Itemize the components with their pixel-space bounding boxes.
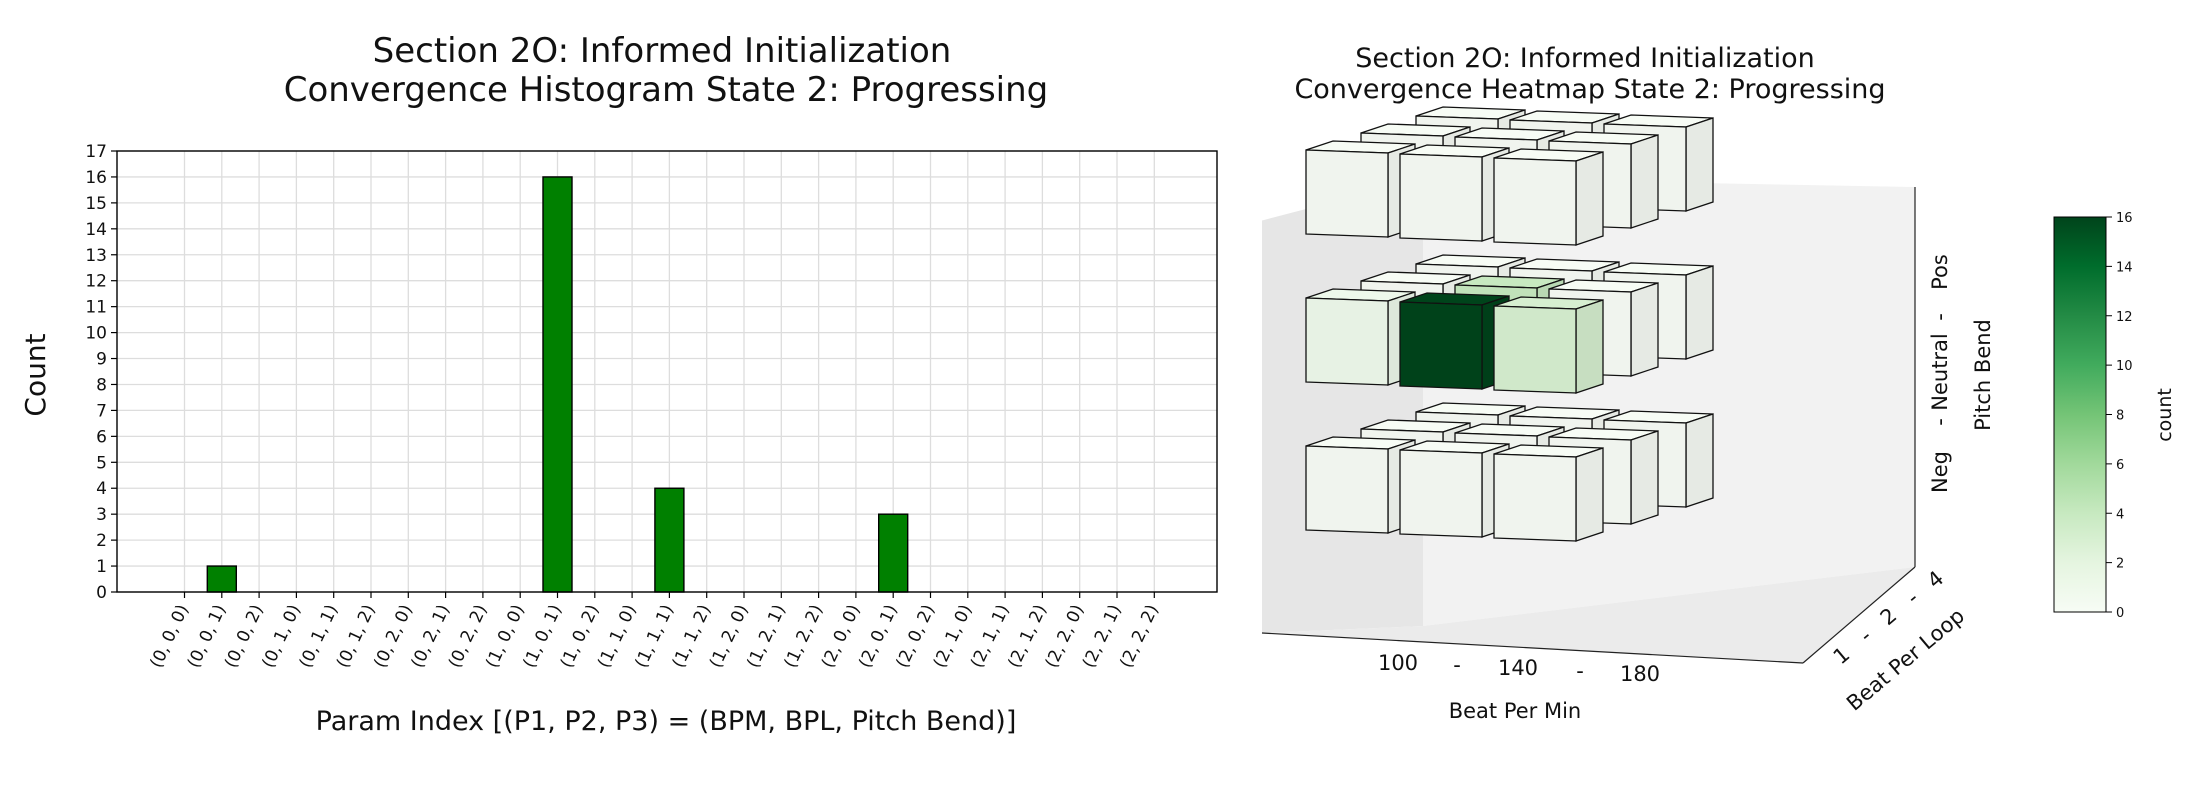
heatmap-cube-front-face bbox=[1399, 301, 1483, 390]
heatmap-title-line-2: Convergence Heatmap State 2: Progressing bbox=[1294, 74, 1885, 105]
heatmap-floor-pane bbox=[1262, 567, 1915, 663]
heatmap-cube-front-face bbox=[1305, 149, 1389, 238]
colorbar-tick-label: 4 bbox=[2116, 507, 2124, 522]
heatmap-cubes bbox=[1305, 106, 1714, 542]
colorbar-tick-label: 6 bbox=[2116, 458, 2124, 473]
heatmap-cube-side-face bbox=[1630, 430, 1659, 525]
histogram-y-tick-label: 17 bbox=[85, 142, 107, 162]
heatmap-cube-side-face bbox=[1685, 413, 1714, 508]
histogram-plot-frame bbox=[116, 150, 1218, 593]
histogram-y-tick-label: 11 bbox=[85, 298, 107, 318]
heatmap-front-axis-line bbox=[1261, 632, 1804, 664]
heatmap-cube-front-face bbox=[1399, 449, 1483, 538]
histogram-title-line-1: Section 2O: Informed Initialization bbox=[373, 31, 952, 71]
colorbar-ticks: 0 2 4 6 8 10 12 14 16 bbox=[2106, 211, 2133, 621]
heatmap-cube-side-face bbox=[1685, 265, 1714, 360]
heatmap-cube-front-face bbox=[1305, 445, 1389, 534]
histogram-title-line-2: Convergence Histogram State 2: Progressi… bbox=[284, 70, 1049, 110]
heatmap-cube-side-face bbox=[1575, 151, 1604, 246]
heatmap-y-tick-1: 1 bbox=[1829, 642, 1855, 669]
heatmap-cube bbox=[1493, 148, 1604, 246]
colorbar bbox=[2053, 216, 2107, 613]
histogram-y-tick-label: 10 bbox=[85, 324, 107, 344]
heatmap-cube-front-face bbox=[1493, 453, 1577, 542]
heatmap-y-tick-3: 2 bbox=[1876, 603, 1902, 630]
heatmap-z-tick-1: Neg bbox=[1928, 451, 1952, 493]
histogram-bars bbox=[206, 176, 909, 593]
heatmap-x-tick-3: 140 bbox=[1498, 656, 1538, 680]
histogram-y-tick-label: 6 bbox=[96, 427, 107, 447]
histogram-y-tick-label: 9 bbox=[96, 350, 107, 370]
heatmap-cube-side-face bbox=[1575, 447, 1604, 542]
heatmap-y-tick-5: 4 bbox=[1923, 566, 1949, 593]
heatmap-depth-axis-line bbox=[1802, 566, 1916, 664]
heatmap-x-tick-1: 100 bbox=[1378, 651, 1418, 675]
histogram-y-tick-label: 8 bbox=[96, 375, 107, 395]
heatmap-cube bbox=[1305, 436, 1416, 534]
histogram-y-tick-label: 7 bbox=[96, 401, 107, 421]
colorbar-tick-label: 10 bbox=[2116, 359, 2133, 374]
histogram-y-tick-label: 1 bbox=[96, 557, 107, 577]
heatmap-x-tick-5: 180 bbox=[1620, 662, 1660, 686]
heatmap-x-ticks: 100 - 140 - 180 bbox=[1378, 651, 1660, 686]
colorbar-tick-label: 12 bbox=[2116, 310, 2133, 325]
heatmap-cube-side-face bbox=[1630, 134, 1659, 229]
heatmap-z-tick-3: Neutral bbox=[1928, 333, 1952, 411]
histogram-bar bbox=[206, 565, 238, 593]
heatmap-cube bbox=[1493, 444, 1604, 542]
histogram-bar bbox=[654, 487, 685, 593]
heatmap-back-pane bbox=[1423, 178, 1915, 626]
heatmap-cube-front-face bbox=[1305, 297, 1389, 386]
heatmap-x-axis-label: Beat Per Min bbox=[1449, 699, 1582, 723]
heatmap-cube bbox=[1399, 292, 1510, 390]
heatmap-z-tick-5: Pos bbox=[1928, 254, 1952, 290]
histogram-y-axis-label: Count bbox=[19, 333, 52, 416]
colorbar-tick-label: 14 bbox=[2116, 260, 2133, 275]
histogram-y-tick-label: 0 bbox=[96, 583, 107, 603]
heatmap-cube bbox=[1493, 296, 1604, 394]
heatmap-x-tick-4: - bbox=[1576, 659, 1584, 683]
heatmap-cube bbox=[1399, 144, 1510, 242]
heatmap-cube bbox=[1305, 288, 1416, 386]
histogram-y-tick-label: 13 bbox=[85, 246, 107, 266]
colorbar-tick-label: 2 bbox=[2116, 557, 2124, 572]
heatmap-y-tick-2: - bbox=[1855, 624, 1876, 647]
heatmap-cube bbox=[1305, 140, 1416, 238]
colorbar-label: count bbox=[2154, 388, 2176, 442]
heatmap-cube bbox=[1399, 440, 1510, 538]
histogram-y-tick-label: 16 bbox=[85, 168, 107, 188]
heatmap-title-line-1: Section 2O: Informed Initialization bbox=[1355, 43, 1815, 74]
histogram-y-tick-label: 5 bbox=[96, 453, 107, 473]
heatmap-cube-side-face bbox=[1630, 282, 1659, 377]
histogram-y-tick-label: 14 bbox=[85, 220, 107, 240]
heatmap-y-axis-label: Beat Per Loop bbox=[1842, 604, 1969, 716]
heatmap-cube-side-face bbox=[1575, 299, 1604, 394]
heatmap-x-tick-2: - bbox=[1453, 653, 1461, 677]
heatmap-z-tick-4: - bbox=[1928, 313, 1952, 321]
histogram-x-axis-label: Param Index [(P1, P2, P3) = (BPM, BPL, P… bbox=[316, 706, 1017, 737]
heatmap-y-tick-4: - bbox=[1902, 586, 1923, 609]
histogram-y-tick-label: 12 bbox=[85, 272, 107, 292]
heatmap-cube-front-face bbox=[1493, 157, 1577, 246]
histogram-y-tick-label: 3 bbox=[96, 505, 107, 525]
heatmap-z-tick-2: - bbox=[1928, 418, 1952, 426]
histogram-y-tick-label: 15 bbox=[85, 194, 107, 214]
heatmap-z-axis-label: Pitch Bend bbox=[1971, 319, 1995, 431]
colorbar-tick-label: 16 bbox=[2116, 211, 2133, 226]
colorbar-tick-label: 0 bbox=[2116, 606, 2124, 621]
heatmap-cube-front-face bbox=[1493, 305, 1577, 394]
histogram-chart: Section 2O: Informed Initialization Conv… bbox=[19, 31, 1218, 737]
histogram-y-tick-label: 4 bbox=[96, 479, 107, 499]
colorbar-tick-label: 8 bbox=[2116, 409, 2124, 424]
heatmap-left-pane bbox=[1262, 178, 1423, 633]
heatmap-z-ticks: Neg - Neutral - Pos bbox=[1928, 254, 1952, 493]
heatmap-cube-side-face bbox=[1685, 117, 1714, 212]
histogram-y-tick-label: 2 bbox=[96, 531, 107, 551]
heatmap-cube-front-face bbox=[1399, 153, 1483, 242]
